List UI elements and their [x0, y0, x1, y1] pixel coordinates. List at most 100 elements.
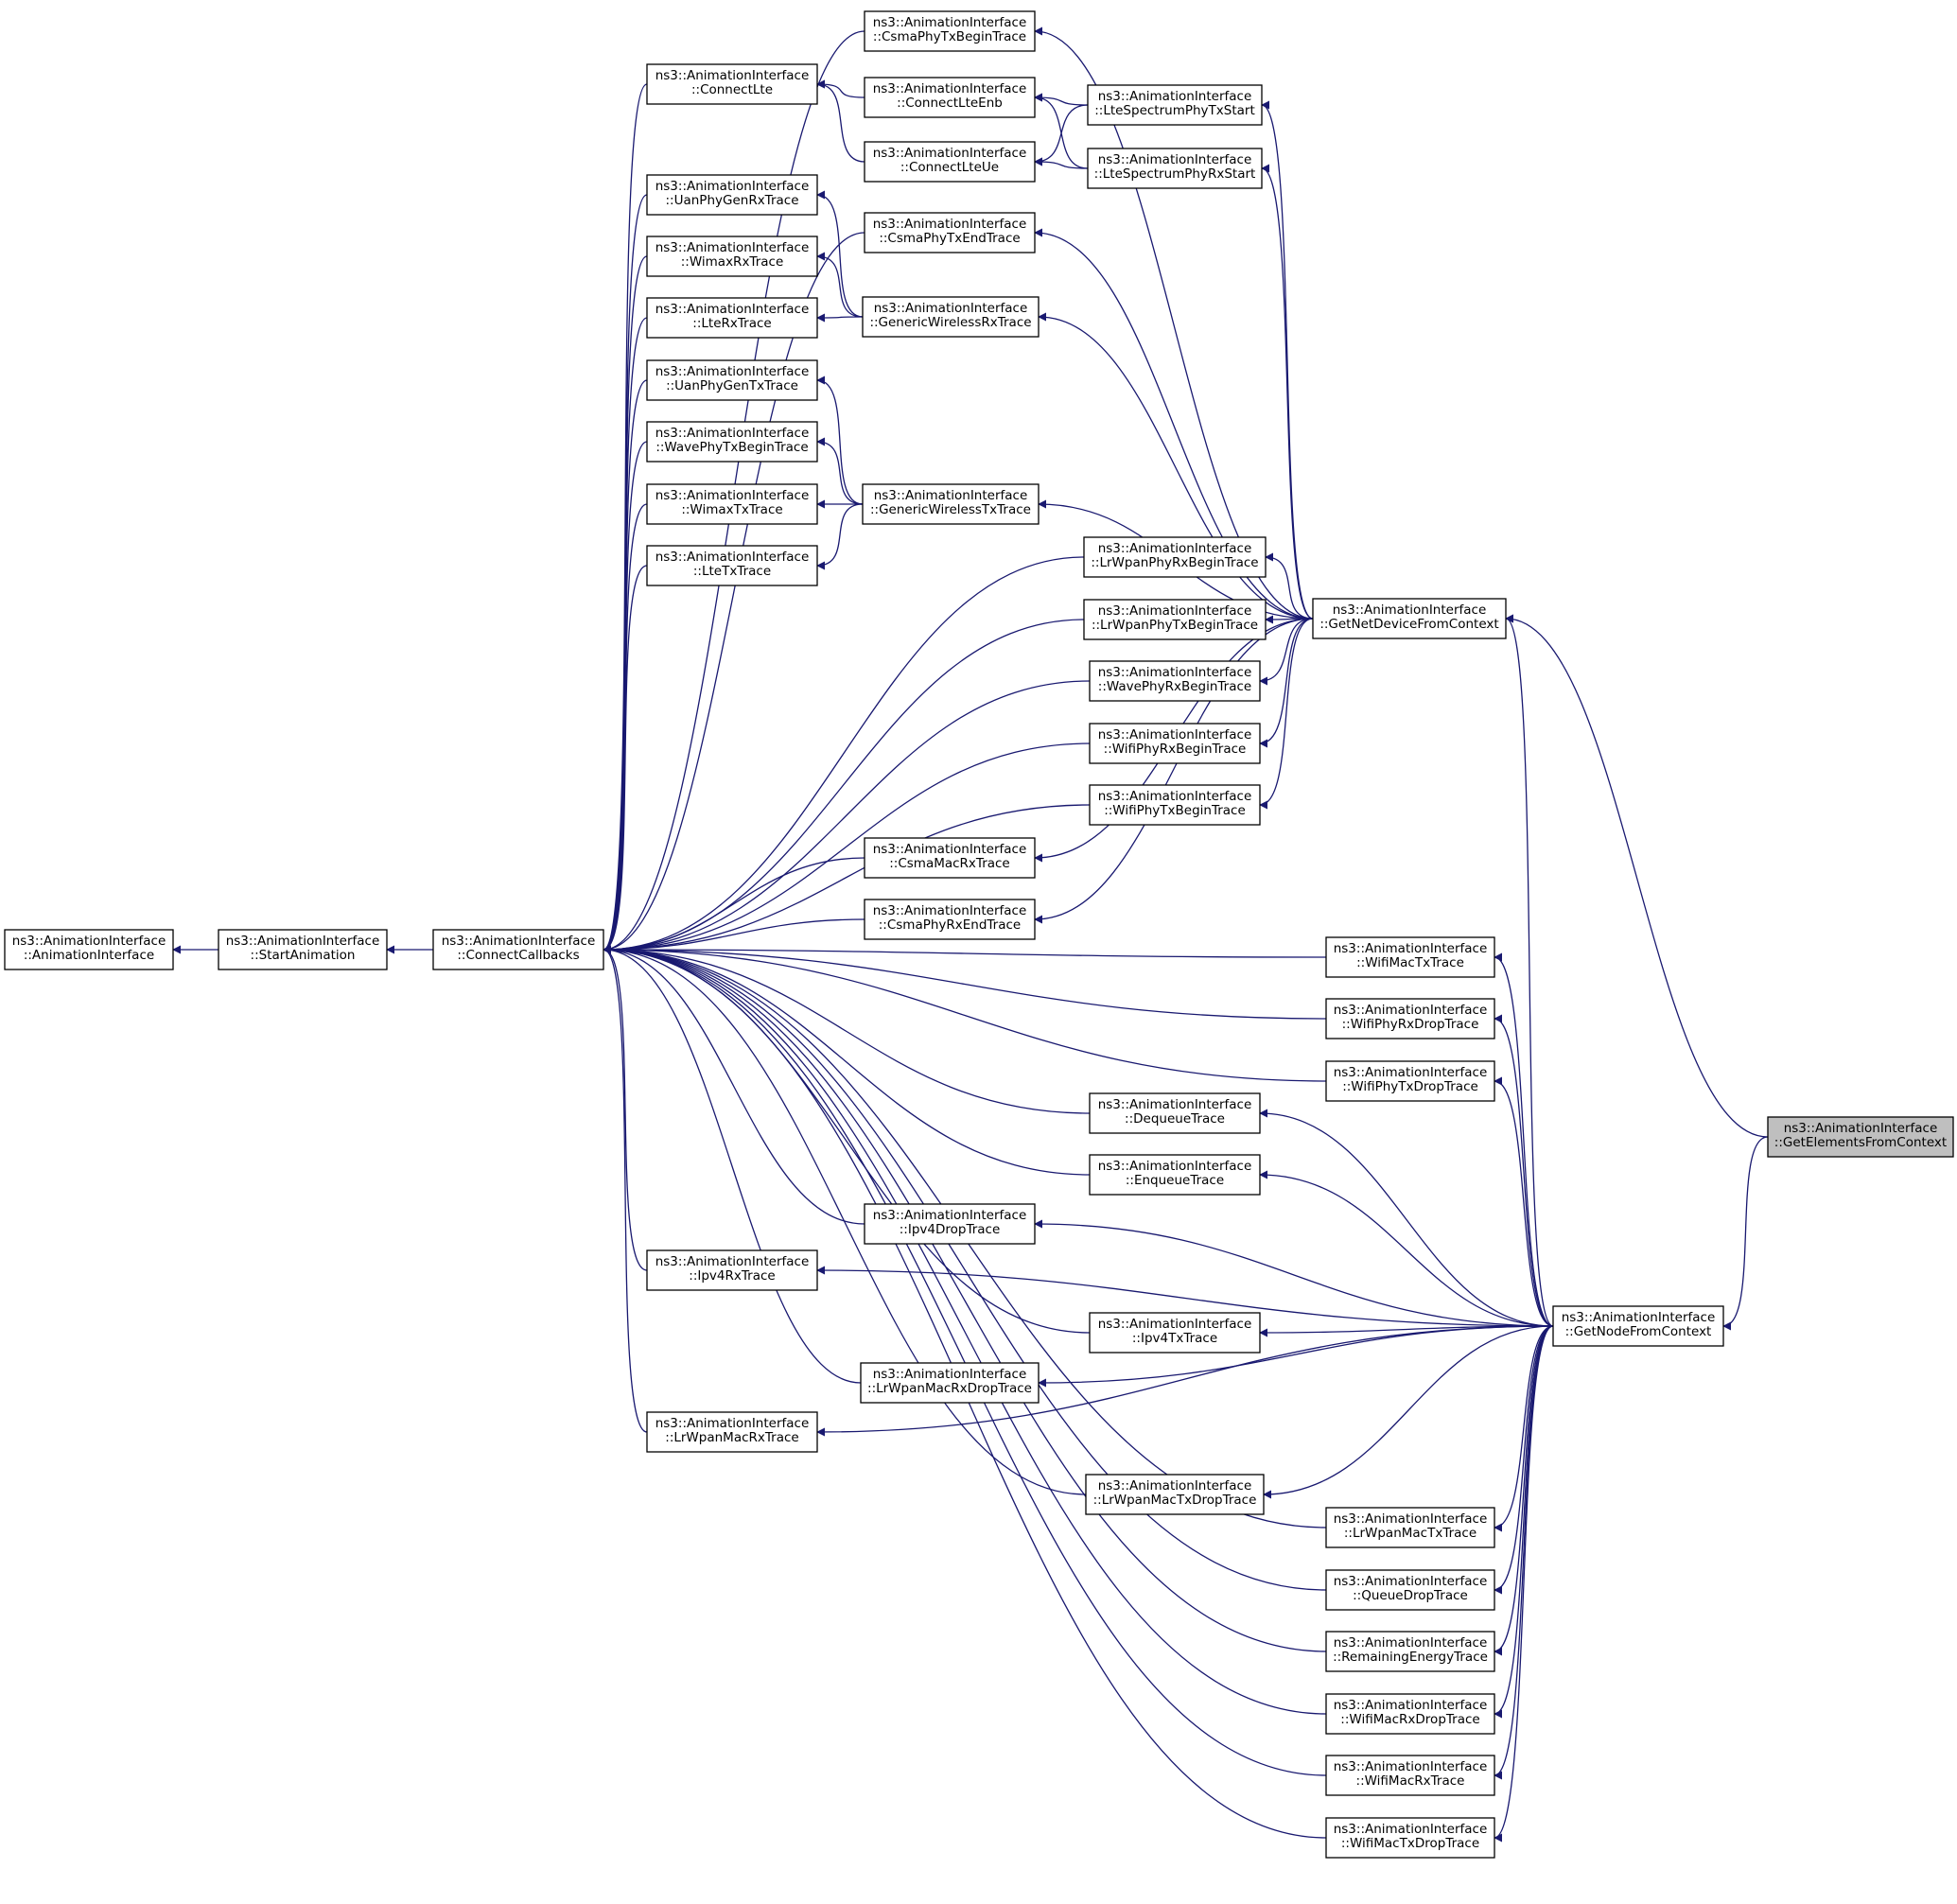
- edge-get-node-to-wifi-mac-rx: [1494, 1325, 1554, 1780]
- node-wimax-tx[interactable]: ns3::AnimationInterface::WimaxTxTrace: [646, 483, 818, 525]
- node-ipv4-rx[interactable]: ns3::AnimationInterface::Ipv4RxTrace: [646, 1249, 818, 1291]
- node-queue-drop[interactable]: ns3::AnimationInterface::QueueDropTrace: [1325, 1569, 1495, 1611]
- node-label-line1: ns3::AnimationInterface: [873, 1367, 1027, 1382]
- node-connect-lte-enb[interactable]: ns3::AnimationInterface::ConnectLteEnb: [864, 77, 1036, 118]
- node-label-line1: ns3::AnimationInterface: [1784, 1121, 1938, 1136]
- node-label-line2: ::WifiPhyTxBeginTrace: [1104, 803, 1246, 818]
- node-label-line1: ns3::AnimationInterface: [1098, 603, 1252, 619]
- edge-wifi-phy-rx-begin-to-connect-callbacks: [603, 742, 1091, 954]
- node-wifi-phy-tx-begin[interactable]: ns3::AnimationInterface::WifiPhyTxBeginT…: [1089, 784, 1261, 826]
- node-box: [1325, 1631, 1495, 1672]
- node-csma-phy-rx-end[interactable]: ns3::AnimationInterface::CsmaPhyRxEndTra…: [864, 899, 1036, 940]
- edge-get-net-device-to-wifi-phy-tx-begin: [1259, 618, 1314, 810]
- node-box: [864, 837, 1036, 879]
- node-connect-callbacks[interactable]: ns3::AnimationInterface::ConnectCallback…: [432, 929, 604, 970]
- node-lrwpan-mac-rx[interactable]: ns3::AnimationInterface::LrWpanMacRxTrac…: [646, 1411, 818, 1453]
- node-label-line1: ns3::AnimationInterface: [873, 81, 1027, 96]
- node-uan-phy-gen-rx[interactable]: ns3::AnimationInterface::UanPhyGenRxTrac…: [646, 174, 818, 216]
- edge-get-node-to-remaining-energy: [1494, 1325, 1554, 1656]
- node-label-line1: ns3::AnimationInterface: [1333, 603, 1487, 618]
- node-ipv4-drop[interactable]: ns3::AnimationInterface::Ipv4DropTrace: [864, 1203, 1036, 1245]
- node-lte-tx[interactable]: ns3::AnimationInterface::LteTxTrace: [646, 545, 818, 586]
- node-label-line2: ::WifiPhyTxDropTrace: [1342, 1079, 1478, 1094]
- node-get-node[interactable]: ns3::AnimationInterface::GetNodeFromCont…: [1552, 1305, 1724, 1347]
- node-lrwpan-mac-tx-drop[interactable]: ns3::AnimationInterface::LrWpanMacTxDrop…: [1085, 1474, 1265, 1515]
- node-uan-phy-gen-tx[interactable]: ns3::AnimationInterface::UanPhyGenTxTrac…: [646, 359, 818, 401]
- node-label-line2: ::LrWpanMacTxDropTrace: [1093, 1493, 1257, 1508]
- edge-csma-phy-tx-end-to-connect-callbacks: [603, 232, 865, 954]
- edge-get-net-device-to-wifi-phy-rx-begin: [1259, 618, 1314, 748]
- node-label-line1: ns3::AnimationInterface: [874, 488, 1028, 503]
- node-label-line2: ::WifiMacRxTrace: [1356, 1773, 1465, 1789]
- node-csma-phy-tx-begin[interactable]: ns3::AnimationInterface::CsmaPhyTxBeginT…: [864, 10, 1036, 52]
- node-box: [218, 929, 388, 970]
- node-wave-phy-tx-begin[interactable]: ns3::AnimationInterface::WavePhyTxBeginT…: [646, 421, 818, 463]
- node-wave-phy-rx-begin[interactable]: ns3::AnimationInterface::WavePhyRxBeginT…: [1089, 660, 1261, 702]
- node-label-line2: ::LteSpectrumPhyTxStart: [1094, 103, 1255, 118]
- node-lrwpan-phy-tx-begin[interactable]: ns3::AnimationInterface::LrWpanPhyTxBegi…: [1083, 599, 1267, 640]
- node-label-line2: ::GenericWirelessTxTrace: [870, 502, 1031, 517]
- edge-get-node-to-ipv4-drop: [1034, 1219, 1554, 1327]
- node-lrwpan-mac-tx[interactable]: ns3::AnimationInterface::LrWpanMacTxTrac…: [1325, 1507, 1495, 1548]
- node-box: [864, 141, 1036, 183]
- edge-get-node-to-lrwpan-mac-tx: [1494, 1325, 1554, 1532]
- edge-wifi-phy-rx-drop-to-connect-callbacks: [603, 945, 1327, 1020]
- edge-connect-lte-ue-to-connect-lte: [816, 79, 865, 163]
- node-label-line2: ::GetNetDeviceFromContext: [1319, 617, 1498, 632]
- node-wifi-phy-rx-begin[interactable]: ns3::AnimationInterface::WifiPhyRxBeginT…: [1089, 723, 1261, 764]
- node-csma-phy-tx-end[interactable]: ns3::AnimationInterface::CsmaPhyTxEndTra…: [864, 212, 1036, 253]
- edge-lrwpan-mac-rx-drop-to-connect-callbacks: [603, 945, 862, 1384]
- node-lte-rx[interactable]: ns3::AnimationInterface::LteRxTrace: [646, 297, 818, 339]
- node-box: [864, 10, 1036, 52]
- node-lte-spectrum-phy-tx-start[interactable]: ns3::AnimationInterface::LteSpectrumPhyT…: [1087, 84, 1263, 126]
- edge-queue-drop-to-connect-callbacks: [603, 945, 1327, 1591]
- node-remaining-energy[interactable]: ns3::AnimationInterface::RemainingEnergy…: [1325, 1631, 1495, 1672]
- node-wifi-mac-tx-drop[interactable]: ns3::AnimationInterface::WifiMacTxDropTr…: [1325, 1817, 1495, 1859]
- node-generic-wireless-tx[interactable]: ns3::AnimationInterface::GenericWireless…: [862, 483, 1040, 525]
- node-generic-wireless-rx[interactable]: ns3::AnimationInterface::GenericWireless…: [862, 296, 1040, 338]
- node-lrwpan-mac-rx-drop[interactable]: ns3::AnimationInterface::LrWpanMacRxDrop…: [860, 1362, 1040, 1404]
- edge-get-node-to-enqueue: [1259, 1170, 1554, 1327]
- node-lte-spectrum-phy-rx-start[interactable]: ns3::AnimationInterface::LteSpectrumPhyR…: [1087, 148, 1263, 189]
- node-box: [646, 63, 818, 105]
- edge-lte-spectrum-phy-rx-start-to-connect-lte-ue: [1034, 157, 1089, 169]
- node-box: [1325, 998, 1495, 1039]
- edge-get-net-device-to-lte-spectrum-phy-rx-start: [1261, 164, 1314, 620]
- node-box: [1089, 784, 1261, 826]
- node-label-line1: ns3::AnimationInterface: [873, 15, 1027, 30]
- node-wifi-phy-tx-drop[interactable]: ns3::AnimationInterface::WifiPhyTxDropTr…: [1325, 1060, 1495, 1102]
- node-enqueue[interactable]: ns3::AnimationInterface::EnqueueTrace: [1089, 1154, 1261, 1196]
- node-label-line2: ::UanPhyGenRxTrace: [666, 193, 799, 208]
- node-wifi-mac-tx[interactable]: ns3::AnimationInterface::WifiMacTxTrace: [1325, 936, 1495, 978]
- node-label-line2: ::UanPhyGenTxTrace: [666, 378, 798, 393]
- node-csma-mac-rx[interactable]: ns3::AnimationInterface::CsmaMacRxTrace: [864, 837, 1036, 879]
- node-wifi-mac-rx-drop[interactable]: ns3::AnimationInterface::WifiMacRxDropTr…: [1325, 1693, 1495, 1735]
- node-wifi-mac-rx[interactable]: ns3::AnimationInterface::WifiMacRxTrace: [1325, 1755, 1495, 1796]
- node-start-animation[interactable]: ns3::AnimationInterface::StartAnimation: [218, 929, 388, 970]
- node-label-line1: ns3::AnimationInterface: [1334, 1822, 1488, 1837]
- node-label-line2: ::LrWpanMacRxDropTrace: [867, 1381, 1032, 1396]
- node-box: [4, 929, 174, 970]
- node-label-line1: ns3::AnimationInterface: [873, 842, 1027, 857]
- node-label-line2: ::ConnectLteUe: [900, 160, 999, 175]
- node-ipv4-tx[interactable]: ns3::AnimationInterface::Ipv4TxTrace: [1089, 1312, 1261, 1354]
- edge-lrwpan-mac-tx-drop-to-connect-callbacks: [603, 945, 1087, 1495]
- node-wimax-rx[interactable]: ns3::AnimationInterface::WimaxRxTrace: [646, 236, 818, 277]
- node-label-line2: ::WifiMacRxDropTrace: [1340, 1712, 1479, 1727]
- node-wifi-phy-rx-drop[interactable]: ns3::AnimationInterface::WifiPhyRxDropTr…: [1325, 998, 1495, 1039]
- node-label-line2: ::WavePhyTxBeginTrace: [655, 440, 808, 455]
- edge-generic-wireless-rx-to-uan-phy-gen-rx: [816, 190, 864, 318]
- node-box: [862, 296, 1040, 338]
- node-get-elements[interactable]: ns3::AnimationInterface::GetElementsFrom…: [1767, 1116, 1954, 1158]
- node-connect-lte[interactable]: ns3::AnimationInterface::ConnectLte: [646, 63, 818, 105]
- edge-get-node-to-wifi-phy-rx-drop: [1494, 1014, 1554, 1327]
- edge-lte-tx-to-connect-callbacks: [603, 565, 648, 954]
- node-anim-ctor[interactable]: ns3::AnimationInterface::AnimationInterf…: [4, 929, 174, 970]
- node-connect-lte-ue[interactable]: ns3::AnimationInterface::ConnectLteUe: [864, 141, 1036, 183]
- node-box: [1325, 936, 1495, 978]
- node-get-net-device[interactable]: ns3::AnimationInterface::GetNetDeviceFro…: [1312, 598, 1507, 639]
- node-label-line1: ns3::AnimationInterface: [1562, 1310, 1716, 1325]
- node-dequeue[interactable]: ns3::AnimationInterface::DequeueTrace: [1089, 1092, 1261, 1134]
- node-lrwpan-phy-rx-begin[interactable]: ns3::AnimationInterface::LrWpanPhyRxBegi…: [1083, 536, 1267, 578]
- node-box: [646, 359, 818, 401]
